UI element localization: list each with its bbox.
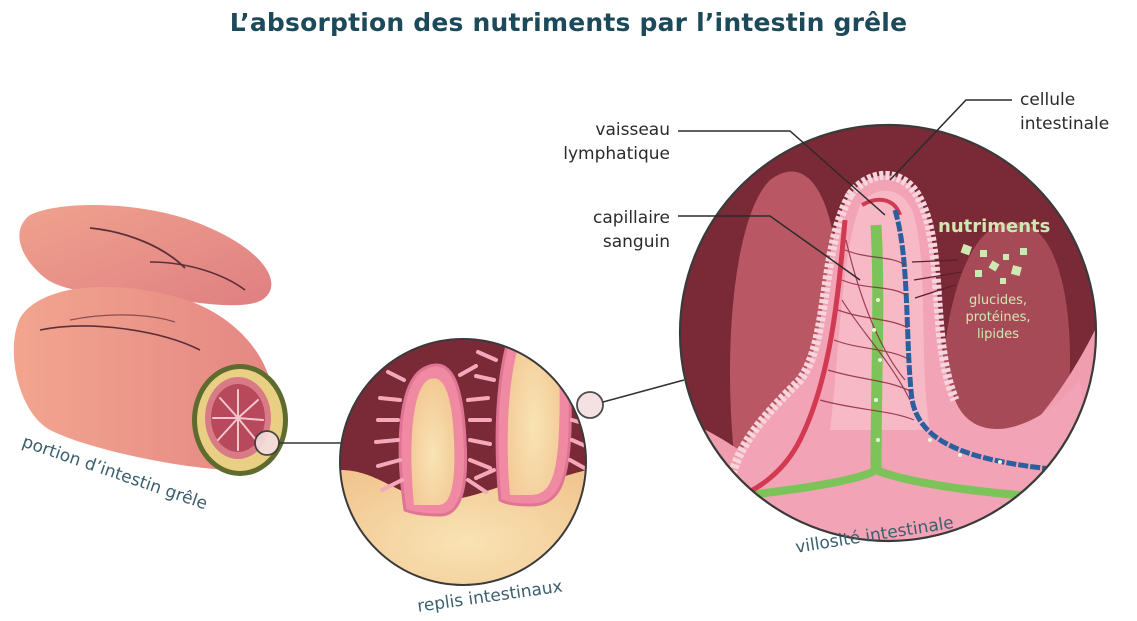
page-title: L’absorption des nutriments par l’intest… <box>0 8 1137 37</box>
label-vaisseau-line2: lymphatique <box>520 142 670 166</box>
nutrient-proteines: protéines, <box>948 309 1048 326</box>
label-capillaire-line1: capillaire <box>520 206 670 230</box>
nutrient-glucides: glucides, <box>948 292 1048 309</box>
label-nutrient-list: glucides, protéines, lipides <box>948 292 1048 343</box>
label-vaisseau-line1: vaisseau <box>520 118 670 142</box>
label-capillaire-sanguin: capillaire sanguin <box>520 206 670 254</box>
intestine-portion <box>14 205 288 476</box>
replis-circle <box>340 307 603 590</box>
label-cellule-line1: cellule <box>1020 88 1135 112</box>
label-cellule-line2: intestinale <box>1020 112 1135 136</box>
label-nutriments: nutriments <box>938 216 1050 237</box>
nutrient-lipides: lipides <box>948 326 1048 343</box>
label-cellule-intestinale: cellule intestinale <box>1020 88 1135 136</box>
connector-line <box>603 380 684 402</box>
label-vaisseau-lymphatique: vaisseau lymphatique <box>520 118 670 166</box>
label-capillaire-line2: sanguin <box>520 230 670 254</box>
